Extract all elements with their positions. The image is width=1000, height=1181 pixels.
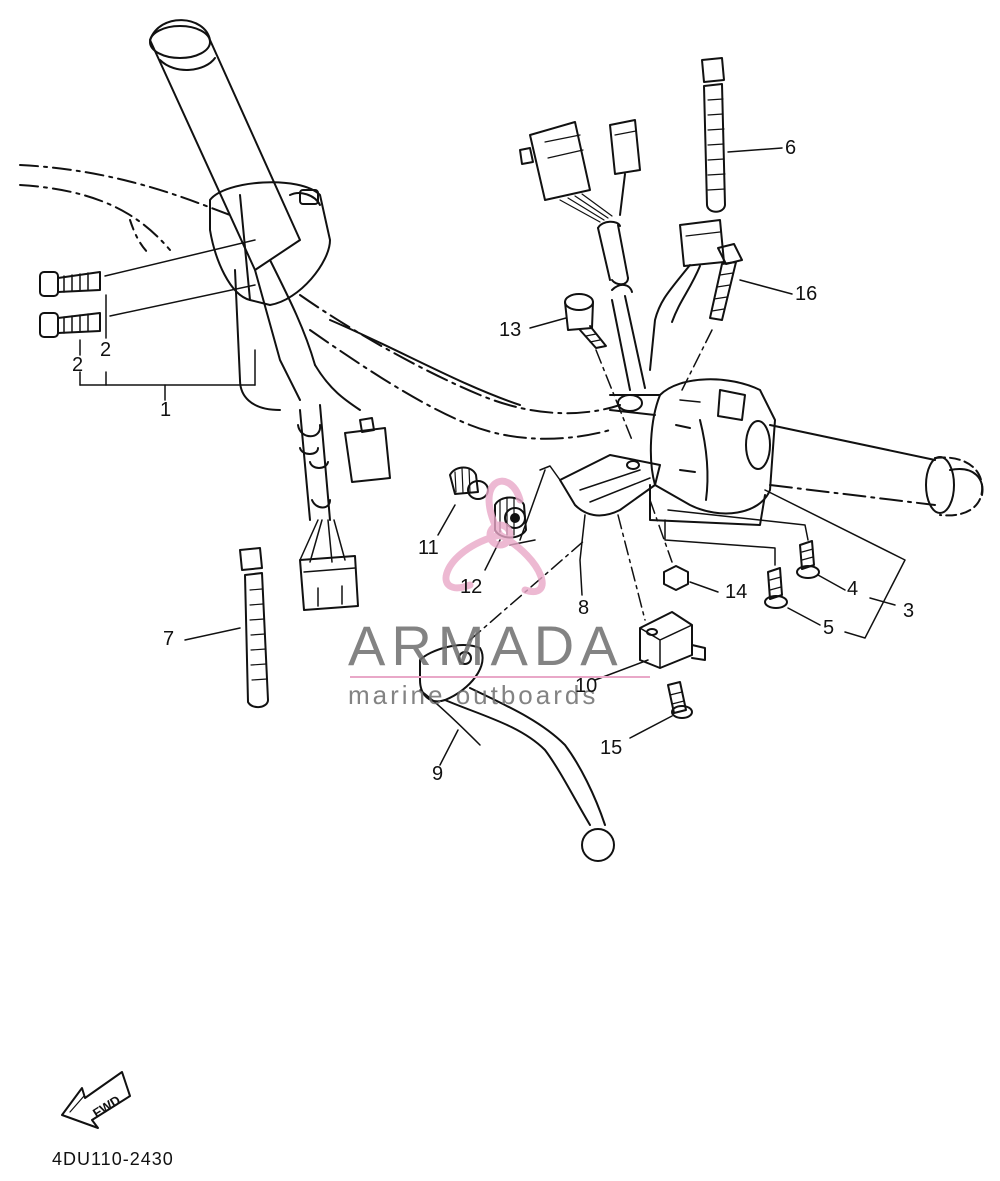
leader-lines-1-2 — [79, 294, 256, 401]
fwd-label: FWD — [90, 1092, 123, 1120]
callout-12[interactable]: 12 — [460, 576, 483, 598]
callout-2-lower[interactable]: 2 — [72, 354, 84, 376]
callout-1[interactable]: 1 — [160, 399, 172, 421]
left-grip-assembly — [19, 19, 621, 440]
callout-10[interactable]: 10 — [575, 675, 598, 697]
callout-11[interactable]: 11 — [418, 537, 439, 559]
callout-16[interactable]: 16 — [795, 283, 818, 305]
bolt-item-16 — [681, 243, 793, 391]
callout-15[interactable]: 15 — [600, 737, 623, 759]
diagram-reference-code: 4DU110-2430 — [52, 1149, 174, 1169]
lever-bracket-item-8 — [509, 454, 661, 596]
armada-logo-icon — [442, 477, 546, 595]
callout-3[interactable]: 3 — [903, 600, 915, 622]
callout-9[interactable]: 9 — [432, 763, 444, 785]
callout-14[interactable]: 14 — [725, 581, 748, 603]
cable-tie-item-7 — [184, 547, 269, 708]
callout-8[interactable]: 8 — [578, 597, 590, 619]
screw-item-15 — [629, 681, 693, 739]
callout-6[interactable]: 6 — [785, 137, 797, 159]
brake-switch-item-10 — [594, 514, 706, 681]
right-small-connector — [649, 219, 725, 371]
fwd-arrow-icon — [61, 1071, 131, 1129]
left-wire-harness — [297, 364, 391, 611]
watermark-tagline: marine outboards — [348, 680, 599, 710]
right-switch-housing — [609, 378, 984, 526]
bolt-item-13 — [529, 293, 633, 441]
callout-5[interactable]: 5 — [823, 617, 835, 639]
callout-4[interactable]: 4 — [847, 578, 859, 600]
main-connector — [519, 119, 646, 391]
callout-13[interactable]: 13 — [499, 319, 522, 341]
watermark-brand: ARMADA — [348, 614, 624, 677]
cable-tie-item-6 — [701, 57, 783, 213]
callout-7[interactable]: 7 — [163, 628, 175, 650]
nut-item-14 — [649, 499, 719, 593]
adjuster-item-11 — [437, 466, 489, 536]
screws-items-4-5 — [664, 489, 906, 639]
screws-item-2 — [39, 239, 256, 338]
callout-2-upper[interactable]: 2 — [100, 339, 112, 361]
watermark-divider — [350, 676, 650, 678]
